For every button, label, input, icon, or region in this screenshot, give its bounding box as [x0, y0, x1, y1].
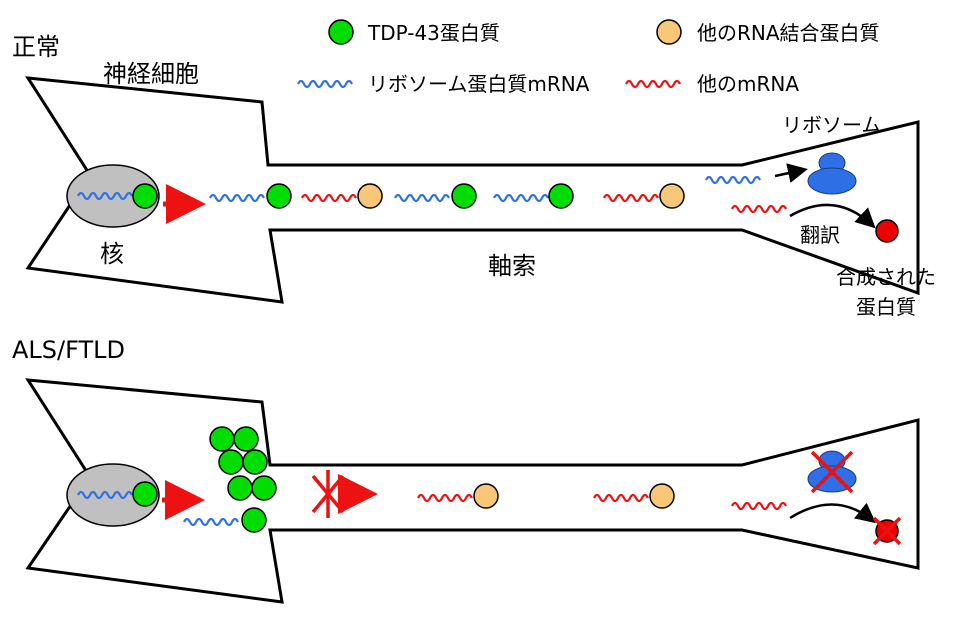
axon-mrna-blue-1	[209, 193, 265, 203]
aggregate-tdp43	[209, 426, 235, 452]
terminal-mrna-red-disease	[731, 501, 787, 511]
terminal-mrna-red	[731, 204, 787, 214]
terminal-arrow-to-ribosome	[774, 163, 808, 183]
label-ribosome: リボソーム	[782, 113, 881, 137]
stalled-mrna-blue	[183, 517, 239, 527]
aggregate-tdp43	[251, 475, 277, 501]
protein-absent-cross	[872, 516, 902, 546]
axon-other-rbp-1	[357, 183, 383, 209]
ribosome-absent-cross	[810, 450, 854, 494]
neuron-outline-disease	[25, 378, 920, 604]
axon-mrna-red-1	[301, 193, 357, 203]
axon-mrna-red-disease-1	[417, 493, 473, 503]
nucleus-tdp43-disease	[132, 481, 158, 507]
legend-other-rbp-marker	[656, 19, 682, 45]
axon-mrna-blue-2	[394, 193, 450, 203]
legend-tdp43-label: TDP-43蛋白質	[367, 21, 500, 45]
label-axon: 軸索	[488, 252, 536, 280]
aggregate-tdp43	[227, 475, 253, 501]
aggregate-tdp43	[242, 449, 268, 475]
legend-other-mrna-wave	[625, 79, 681, 89]
aggregate-tdp43	[218, 449, 244, 475]
axon-other-rbp-2	[659, 183, 685, 209]
legend-ribosomal-mrna-wave	[297, 79, 353, 89]
axon-tdp43-1	[266, 183, 292, 209]
translation-arrow	[789, 203, 876, 229]
label-normal: 正常	[12, 33, 60, 61]
tdp43-aggregate	[209, 426, 277, 501]
label-disease: ALS/FTLD	[12, 336, 125, 364]
nucleus-tdp43-normal	[132, 183, 158, 209]
axon-mrna-blue-3	[493, 193, 549, 203]
axon-other-rbp-disease-2	[649, 483, 675, 509]
legend-ribosomal-mrna-label: リボソーム蛋白質mRNA	[368, 72, 590, 96]
legend-other-rbp-label: 他のRNA結合蛋白質	[697, 21, 880, 45]
stalled-tdp43	[241, 507, 267, 533]
label-nucleus: 核	[100, 240, 124, 268]
label-synth-protein-2: 蛋白質	[856, 295, 916, 319]
legend-other-mrna-label: 他のmRNA	[697, 72, 799, 96]
axon-tdp43-2	[451, 183, 477, 209]
translation-arrow-disease	[789, 502, 876, 524]
ribosome-large-subunit	[807, 167, 857, 195]
synthesized-protein	[875, 219, 899, 243]
axon-other-rbp-disease-1	[473, 483, 499, 509]
label-translation: 翻訳	[800, 223, 840, 247]
axon-tdp43-3	[548, 183, 574, 209]
aggregate-tdp43	[233, 426, 259, 452]
axon-mrna-red-disease-2	[593, 493, 649, 503]
nucleus-mrna-disease	[77, 490, 133, 500]
label-synth-protein-1: 合成された	[836, 265, 936, 289]
terminal-mrna-blue	[705, 175, 761, 185]
nucleus-mrna-normal	[77, 191, 133, 201]
legend-tdp43-marker	[328, 19, 354, 45]
axon-mrna-red-2	[603, 193, 659, 203]
label-neuron: 神経細胞	[103, 60, 199, 88]
